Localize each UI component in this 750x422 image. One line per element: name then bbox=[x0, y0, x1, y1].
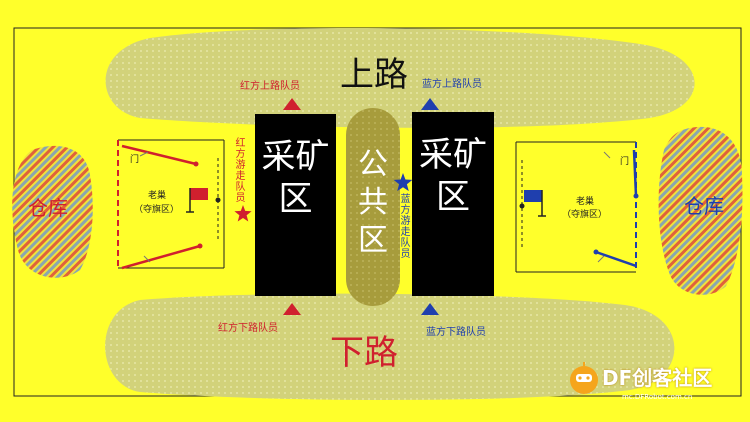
warehouse-right-area bbox=[658, 126, 743, 295]
door-right-label: 门 bbox=[620, 157, 630, 167]
base-left-title: 老巢 bbox=[148, 191, 167, 201]
blue-top-player-marker bbox=[421, 98, 439, 110]
warehouse-left-area bbox=[12, 145, 93, 278]
base-left-subtitle: （夺旗区） bbox=[134, 205, 180, 215]
robot-logo-icon bbox=[570, 362, 598, 394]
top-lane-label: 上路 bbox=[340, 55, 408, 95]
public-zone-label: 公共区 bbox=[358, 147, 388, 258]
base-right-title: 老巢 bbox=[576, 197, 595, 207]
red-bottom-player-marker bbox=[283, 303, 301, 315]
base-right bbox=[515, 141, 639, 273]
base-right-subtitle: （夺旗区） bbox=[562, 210, 608, 220]
mine-right-label: 采矿区 bbox=[419, 135, 487, 217]
mine-right-block bbox=[412, 112, 494, 296]
red-bottom-player-label: 红方下路队员 bbox=[218, 323, 278, 334]
top-lane-area bbox=[105, 27, 695, 128]
bottom-lane-label: 下路 bbox=[330, 333, 398, 373]
blue-roamer-label: 蓝方游走队员 bbox=[400, 194, 411, 260]
mine-left-block bbox=[255, 114, 336, 296]
public-zone-area bbox=[346, 108, 400, 306]
watermark-brand: DF创客社区 bbox=[602, 366, 713, 390]
blue-roamer-star bbox=[393, 173, 413, 192]
red-flag bbox=[186, 188, 208, 213]
red-top-player-label: 红方上路队员 bbox=[240, 81, 300, 92]
watermark-url: mc.DFRobot.com.cn bbox=[622, 393, 693, 401]
base-left bbox=[117, 139, 225, 270]
blue-top-player-label: 蓝方上路队员 bbox=[422, 79, 482, 90]
warehouse-right-label: 仓库 bbox=[684, 194, 724, 218]
red-roamer-star bbox=[234, 205, 252, 222]
blue-bottom-player-marker bbox=[421, 303, 439, 315]
door-left-label: 门 bbox=[130, 155, 140, 165]
bottom-lane-area bbox=[105, 293, 675, 400]
warehouse-left-label: 仓库 bbox=[28, 196, 68, 220]
mine-left-label: 采矿区 bbox=[261, 137, 330, 219]
red-roamer-label: 红方游走队员 bbox=[235, 138, 246, 204]
red-top-player-marker bbox=[283, 98, 301, 110]
blue-flag bbox=[524, 190, 546, 217]
blue-bottom-player-label: 蓝方下路队员 bbox=[426, 327, 486, 338]
